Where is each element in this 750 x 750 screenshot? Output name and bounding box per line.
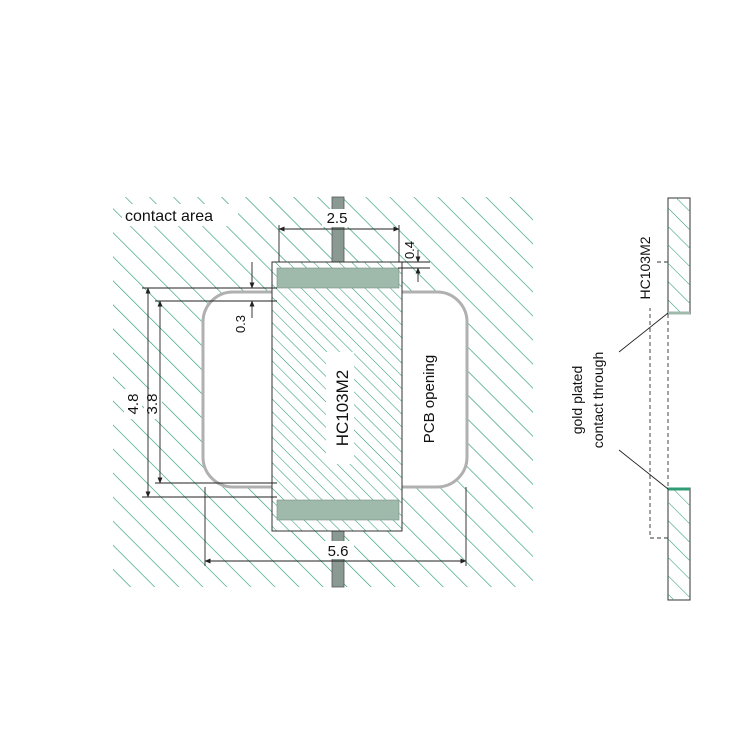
component-label-bg <box>326 352 354 464</box>
dim-0-3-text: 0.3 <box>233 315 248 333</box>
dim-2-5-label-bg <box>322 209 352 227</box>
bottom-pad <box>276 499 400 521</box>
dim-5-6-label-bg <box>322 541 354 559</box>
dim-5-6-text: 5.6 <box>328 543 349 560</box>
gold-leader-bottom <box>618 449 669 490</box>
pcb-opening-label: PCB opening <box>421 355 438 443</box>
gold-label-line1: gold plated <box>569 366 585 435</box>
dim-4-8-text: 4.8 <box>125 394 142 415</box>
contact-area-label-bg <box>122 204 238 226</box>
side-label-bg <box>636 228 656 308</box>
gold-leader-top <box>618 312 669 353</box>
dim-4-8-label-bg <box>124 389 142 419</box>
top-lead <box>331 196 345 270</box>
contact-area-label: contact area <box>125 208 213 225</box>
side-board-bottom-hatch <box>668 488 690 600</box>
dim-3-8-text: 3.8 <box>144 394 161 415</box>
component-name-label: HC103M2 <box>333 370 352 447</box>
side-board-top-hatch <box>668 198 690 314</box>
dim-0-4-text: 0.4 <box>402 241 417 259</box>
dim-2-5-text: 2.5 <box>327 210 348 227</box>
gold-label-line2: contact through <box>590 352 606 449</box>
side-component-label: HC103M2 <box>637 236 653 299</box>
top-pad <box>276 267 400 289</box>
pcb-opening-label-bg <box>416 342 442 456</box>
component-body-outline <box>271 261 403 532</box>
side-component-outline <box>649 261 669 539</box>
